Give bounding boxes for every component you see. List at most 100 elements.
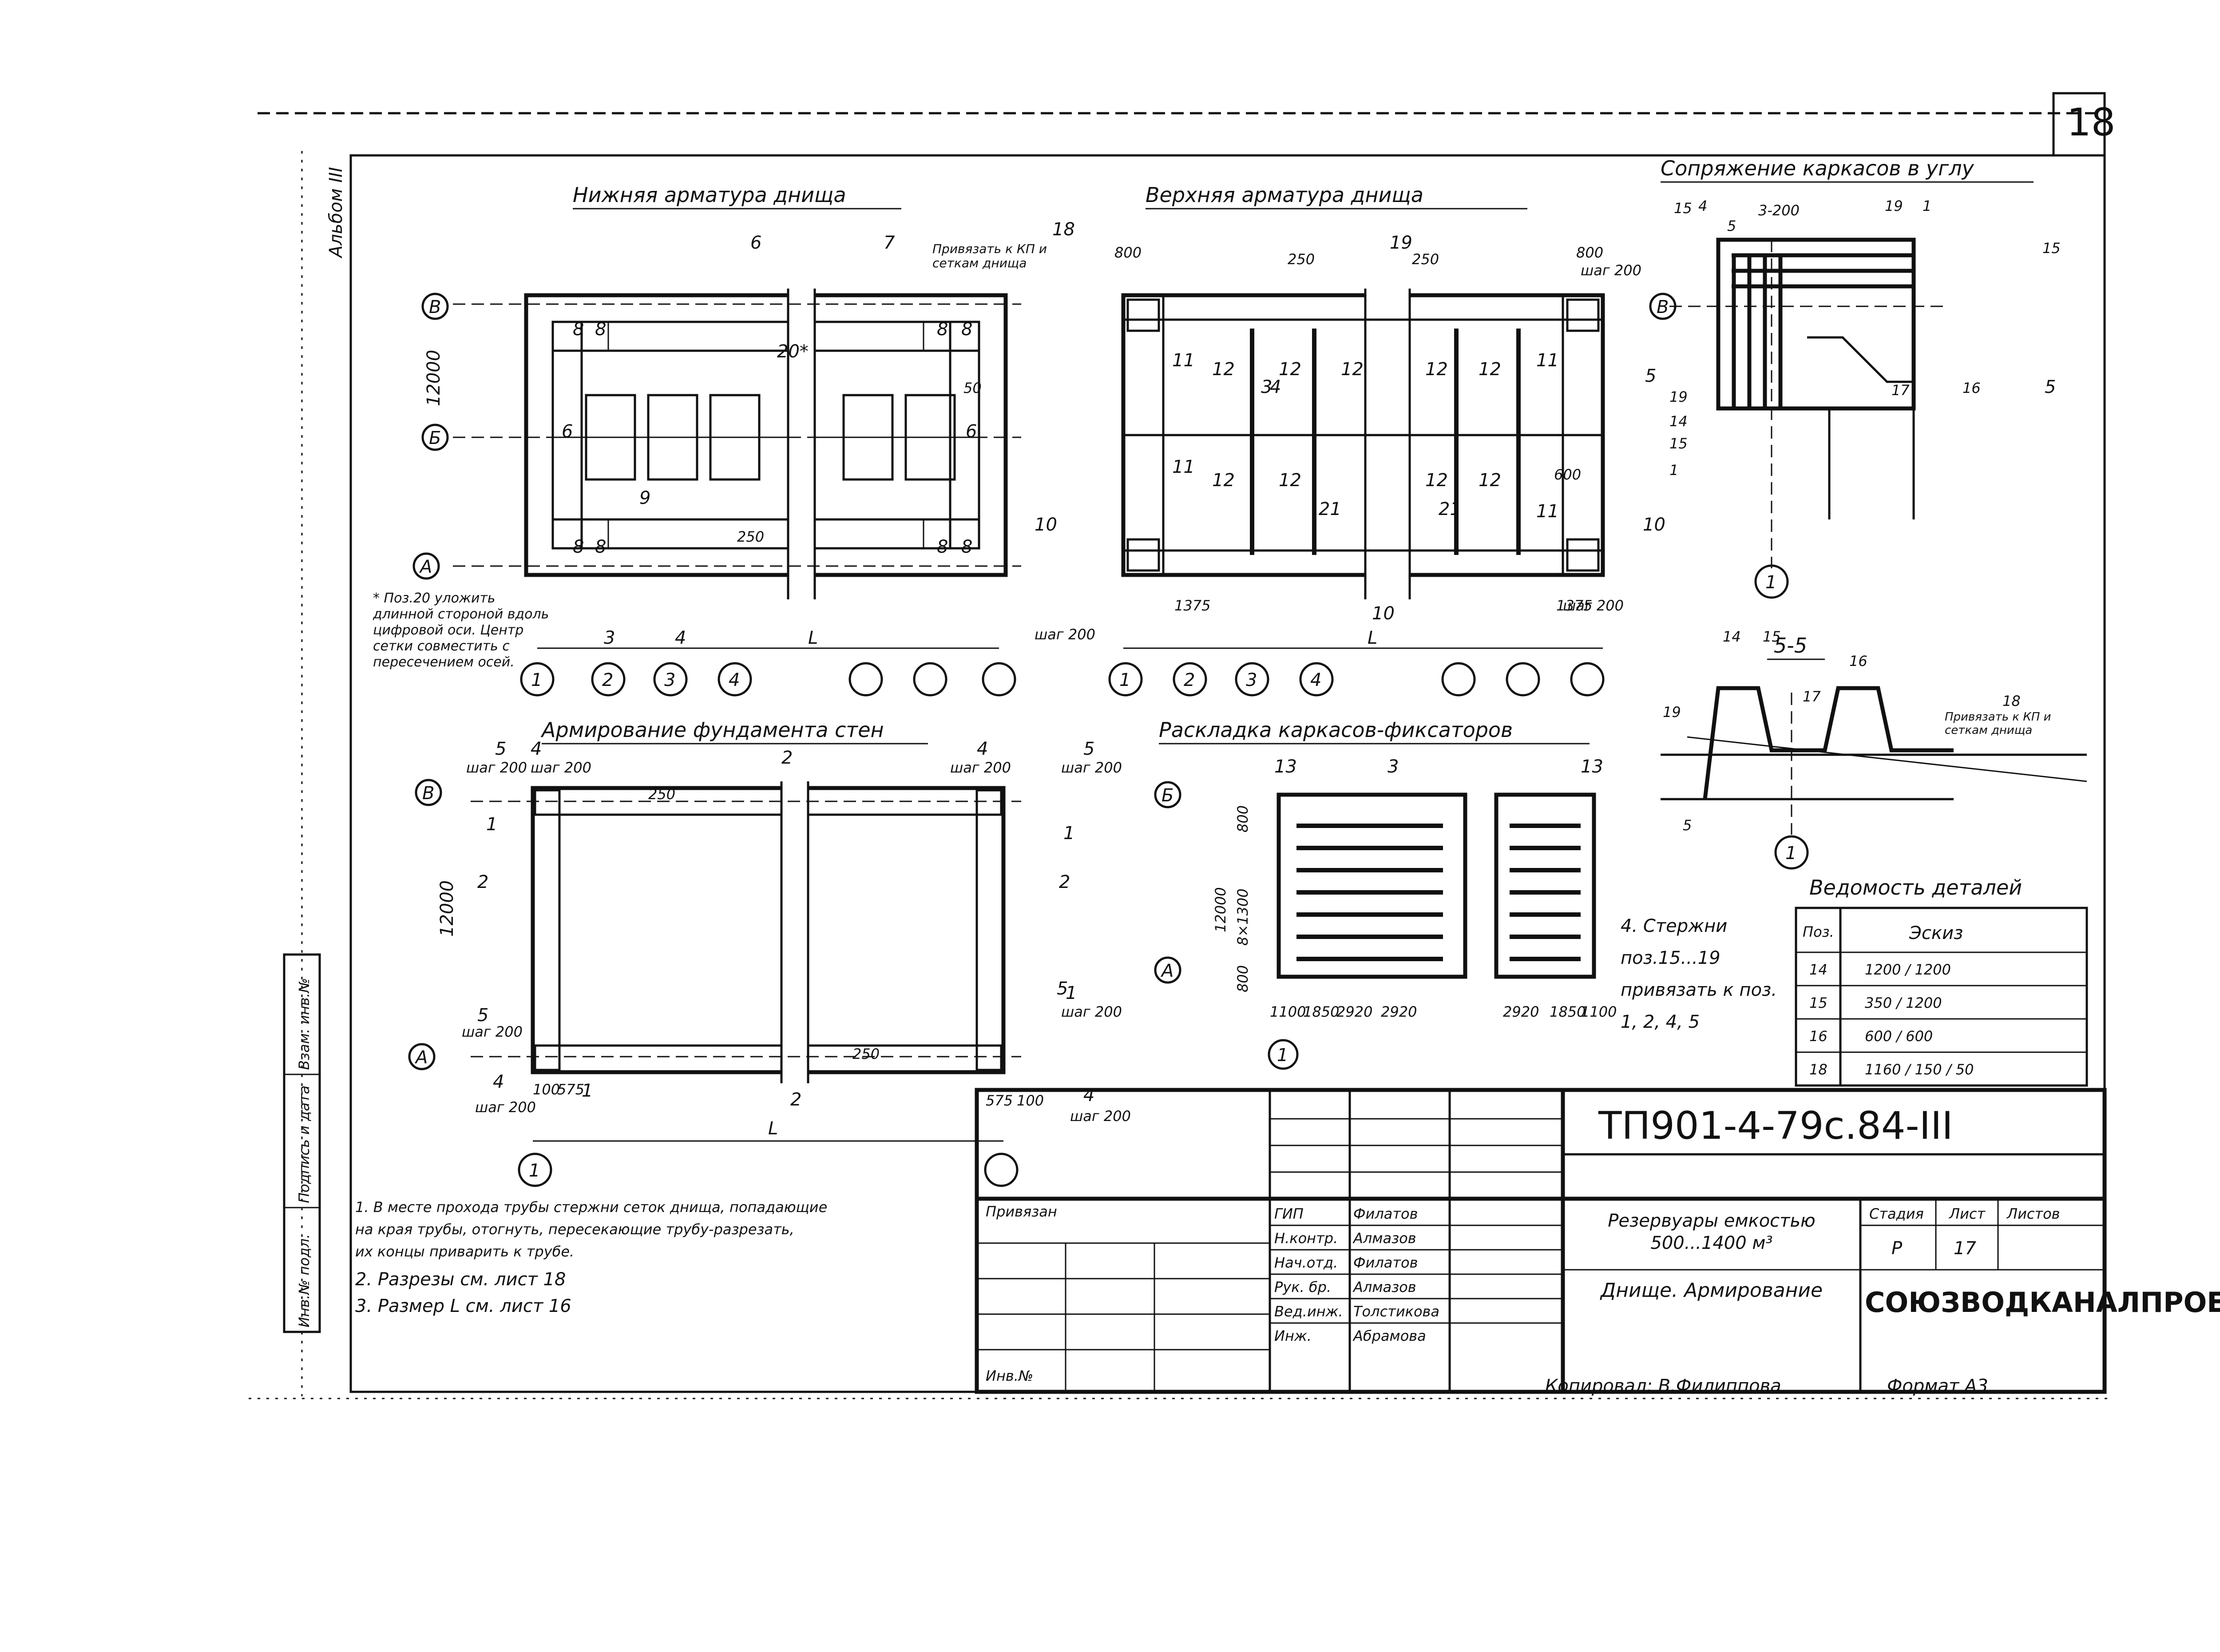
pos-4-label-w3: 4 — [493, 1072, 504, 1092]
signature-row: Нач.отд. Филатов — [1274, 1254, 1418, 1271]
sig-role: Нач.отд. — [1274, 1254, 1338, 1271]
pos-8-label: 8 — [961, 319, 972, 340]
details-table: Ведомость деталей Поз. Эскиз 14 1200 / 1… — [1795, 876, 2088, 1087]
signature-row: Вед.инж. Толстикова — [1274, 1303, 1439, 1320]
sheet-header: Лист — [1949, 1205, 1986, 1222]
dim-L-top: L — [1368, 628, 1377, 648]
details-row-sketch: 350 / 1200 — [1865, 994, 1942, 1011]
dim-575-w: 575 — [557, 1081, 584, 1098]
sig-name: Филатов — [1353, 1254, 1418, 1271]
pos-4-label: 4 — [1270, 377, 1281, 397]
pos-17-label-c: 17 — [1891, 382, 1910, 399]
callout-tie-mesh-2-text: Привязать к КП и сеткам днища — [1945, 710, 2051, 737]
dim-12000-bottom: 12000 — [424, 350, 444, 406]
pos-2-label-w3: 2 — [477, 872, 488, 892]
signature-row: ГИП Филатов — [1274, 1205, 1418, 1222]
side-stamp — [283, 953, 321, 1333]
dim-250-bottom: 250 — [737, 528, 764, 545]
pos-3-label: 3 — [1261, 377, 1272, 397]
pos-12-label: 12 — [1212, 359, 1235, 380]
pos-13-label-2: 13 — [1581, 757, 1603, 777]
pos-19-label-c2: 19 — [1669, 388, 1688, 405]
view-title-corner: Сопряжение каркасов в углу — [1661, 156, 1974, 180]
axis-2-label-top: 2 — [1184, 670, 1195, 690]
pos-20-label: 20* — [777, 341, 809, 362]
drawing-title: Днище. Армирование — [1601, 1279, 1823, 1302]
view-title-bottom-rebar: Нижняя арматура днища — [573, 183, 846, 207]
pos-8-label: 8 — [937, 537, 948, 557]
step200-w4: шаг 200 — [1061, 759, 1122, 776]
dim-8x1300: 8×1300 — [1234, 888, 1251, 946]
pos-4-label-w: 4 — [531, 739, 542, 759]
view-corner-joint: Сопряжение каркасов в углу 5 5 15 4 5 3-… — [1645, 156, 2061, 599]
dim-1100: 1100 — [1270, 1003, 1306, 1020]
dim-800-l: 800 — [1234, 805, 1251, 832]
title-block — [975, 1088, 2107, 1394]
pos-2-label-w4: 2 — [1059, 872, 1070, 892]
dim-12000-w: 12000 — [437, 880, 457, 937]
sheets-header: Листов — [2006, 1205, 2060, 1222]
view-section-5-5: 5-5 14 15 16 17 18 19 5 1 — [1661, 628, 2087, 870]
axis-V-wall: В — [422, 783, 434, 804]
pos-10-label: 10 — [1643, 515, 1665, 535]
dim-250-w2: 250 — [852, 1046, 880, 1062]
dim-250-top-right: 250 — [1412, 251, 1439, 268]
details-row: 16 600 / 600 — [1809, 1028, 1933, 1045]
dim-3x200: 3-200 — [1758, 202, 1800, 219]
details-col-pos: Поз. — [1803, 923, 1834, 940]
pos-18-label: 18 — [1052, 219, 1075, 240]
pos-8-label: 8 — [961, 537, 972, 557]
axis-V-label: В — [429, 297, 441, 317]
axis-3-label-top: 3 — [1246, 670, 1257, 690]
axis-1-label-top: 1 — [1119, 670, 1130, 690]
view-cage-layout: Раскладка каркасов-фиксаторов 13 13 3 80… — [1154, 718, 1617, 1070]
details-row: 14 1200 / 1200 — [1809, 961, 1951, 978]
pos-8-label: 8 — [937, 319, 948, 340]
signature-row: Н.контр. Алмазов — [1274, 1230, 1416, 1247]
axis-1-wall: 1 — [529, 1161, 540, 1181]
sig-role: Вед.инж. — [1274, 1303, 1343, 1320]
dim-50: 50 — [963, 380, 982, 396]
inv-label: Инв.№ — [986, 1367, 1033, 1384]
dim-250-top: 250 — [1288, 251, 1315, 268]
pos-5-label-w3: 5 — [1057, 979, 1068, 999]
pos-12-label: 12 — [1479, 359, 1501, 380]
step200-w6: шаг 200 — [1061, 1003, 1122, 1020]
pos-12-label: 12 — [1279, 470, 1301, 491]
details-row-sketch: 1160 / 150 / 50 — [1865, 1061, 1974, 1078]
pos-12-label: 12 — [1425, 470, 1448, 491]
view-title-wall-foundation: Армирование фундамента стен — [540, 718, 884, 742]
dim-2920: 2920 — [1336, 1003, 1372, 1020]
callout-tie-mesh-2: Привязать к КП и сеткам днища — [1945, 710, 2051, 737]
details-row-pos: 18 — [1809, 1061, 1828, 1078]
dim-800-top: 800 — [1114, 244, 1142, 261]
pos-1-label-w3: 1 — [1066, 983, 1077, 1003]
pos-8-label: 8 — [595, 319, 606, 340]
rods-note: 4. Стержни поз.15...19 привязать к поз. … — [1621, 916, 1777, 1032]
note-2: 2. Разрезы см. лист 18 — [355, 1269, 566, 1290]
dim-1375-top-right: 1375 — [1556, 597, 1592, 614]
pos-5-label-w4: 5 — [477, 1005, 488, 1026]
organization-name: СОЮЗВОДКАНАЛПРОЕКТ — [1865, 1286, 2220, 1319]
dim-100-w: 100 — [533, 1081, 560, 1098]
dim-1375-top: 1375 — [1174, 597, 1210, 614]
dim-100-w2: 100 — [1017, 1092, 1044, 1109]
axis-A-layout: А — [1160, 961, 1173, 981]
section-5-right: 5 — [2045, 377, 2056, 397]
step200-w5: шаг 200 — [462, 1023, 523, 1040]
pos-16-label-c: 16 — [1962, 380, 1981, 396]
pos-13-label: 13 — [1274, 757, 1297, 777]
dim-250-w: 250 — [648, 786, 675, 803]
pos-1-label-w4: 1 — [582, 1081, 593, 1101]
step200-top: шаг 200 — [1035, 626, 1095, 643]
axis-4-label-top: 4 — [1310, 670, 1321, 690]
pos-1-label-w: 1 — [486, 814, 497, 835]
general-notes: 1. В месте прохода трубы стержни сеток д… — [355, 1199, 827, 1316]
view-bottom-rebar: Нижняя арматура днища 8 8 8 8 8 8 8 8 — [424, 183, 1021, 649]
view-title-cage-layout: Раскладка каркасов-фиксаторов — [1159, 718, 1513, 742]
drawing-designation: ТП901-4-79с.84-III — [1598, 1104, 1953, 1148]
axis-1-layout: 1 — [1277, 1045, 1288, 1066]
pos-5-label-w2: 5 — [1083, 739, 1094, 759]
dim-L-bottom: L — [808, 628, 818, 648]
pos-6-label: 6 — [562, 421, 573, 442]
